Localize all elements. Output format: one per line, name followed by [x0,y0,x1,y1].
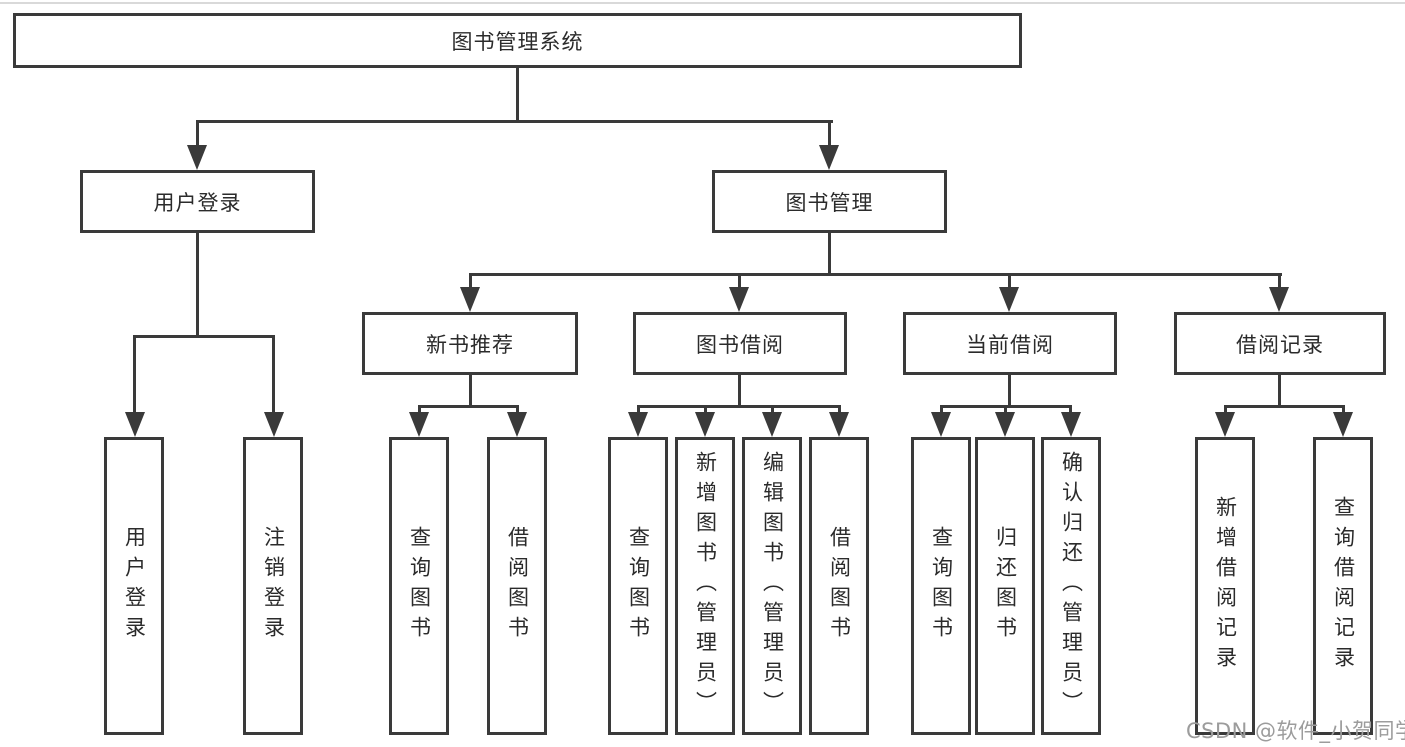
node-borrow-records: 借阅记录 [1174,312,1386,375]
connector-line [828,120,831,148]
connector-line [196,120,833,123]
connector-line [1069,405,1072,414]
connector-line [272,335,275,413]
connector-line [738,375,741,405]
connector-line [1278,273,1281,288]
arrowhead-down-icon [264,412,284,437]
leaf-newbook-borrow-books: 借阅图书 [487,437,547,735]
connector-line [1008,375,1011,405]
leaf-records-add-record: 新增借阅记录 [1195,437,1255,735]
leaf-label: 归还图书 [993,526,1018,646]
connector-line [1004,405,1007,414]
leaf-label: 借阅图书 [505,526,530,646]
connector-line [418,405,519,408]
connector-line [828,233,831,273]
connector-line [940,405,943,414]
leaf-newbook-query-books: 查询图书 [389,437,449,735]
arrowhead-down-icon [628,412,648,437]
leaf-label: 新增图书（管理员） [693,451,718,721]
connector-line [704,405,707,414]
leaf-label: 确认归还（管理员） [1059,451,1084,721]
leaf-user-login: 用户登录 [104,437,164,735]
arrowhead-down-icon [931,412,951,437]
page-top-divider [0,2,1405,4]
leaf-label: 查询图书 [929,526,954,646]
node-book-management: 图书管理 [712,170,947,233]
arrowhead-down-icon [762,412,782,437]
leaf-label: 查询图书 [626,526,651,646]
node-book-borrow: 图书借阅 [633,312,847,375]
leaf-current-query-books: 查询图书 [911,437,971,735]
connector-line [1224,405,1227,414]
leaf-borrow-add-books-admin: 新增图书（管理员） [675,437,735,735]
leaf-logout: 注销登录 [243,437,303,735]
arrowhead-down-icon [1061,412,1081,437]
arrowhead-down-icon [1269,287,1289,312]
arrowhead-down-icon [460,287,480,312]
leaf-label: 用户登录 [122,526,147,646]
connector-line [516,405,519,414]
arrowhead-down-icon [1333,412,1353,437]
leaf-label: 借阅图书 [827,526,852,646]
arrowhead-down-icon [695,412,715,437]
connector-line [196,120,199,148]
connector-line [418,405,421,414]
leaf-records-query-record: 查询借阅记录 [1313,437,1373,735]
connector-line [738,273,741,288]
connector-line [1008,273,1011,288]
connector-line [516,68,519,120]
connector-line [469,375,472,405]
connector-line [133,335,136,413]
connector-line [196,233,199,335]
connector-line [469,273,472,288]
leaf-label: 编辑图书（管理员） [760,451,785,721]
csdn-watermark: CSDN @软件_小贺同学 [1186,719,1405,743]
arrowhead-down-icon [409,412,429,437]
arrowhead-down-icon [125,412,145,437]
arrowhead-down-icon [1215,412,1235,437]
arrowhead-down-icon [187,145,207,170]
node-user-login: 用户登录 [80,170,315,233]
connector-line [637,405,840,408]
leaf-label: 新增借阅记录 [1213,496,1238,676]
node-current-borrow: 当前借阅 [903,312,1117,375]
leaf-current-return-books: 归还图书 [975,437,1035,735]
arrowhead-down-icon [819,145,839,170]
connector-line [637,405,640,414]
node-new-book-recommend: 新书推荐 [362,312,578,375]
arrowhead-down-icon [999,287,1019,312]
connector-line [838,405,841,414]
connector-line [1278,375,1281,405]
leaf-borrow-edit-books-admin: 编辑图书（管理员） [742,437,802,735]
leaf-label: 查询图书 [407,526,432,646]
connector-line [1342,405,1345,414]
node-root-library-system: 图书管理系统 [13,13,1022,68]
leaf-borrow-borrow-books: 借阅图书 [809,437,869,735]
arrowhead-down-icon [829,412,849,437]
connector-line [133,335,275,338]
arrowhead-down-icon [507,412,527,437]
leaf-current-confirm-return-admin: 确认归还（管理员） [1041,437,1101,735]
connector-line [1224,405,1344,408]
leaf-borrow-query-books: 查询图书 [608,437,668,735]
arrowhead-down-icon [995,412,1015,437]
arrowhead-down-icon [729,287,749,312]
connector-line [469,273,1282,276]
leaf-label: 查询借阅记录 [1331,496,1356,676]
leaf-label: 注销登录 [261,526,286,646]
connector-line [771,405,774,414]
